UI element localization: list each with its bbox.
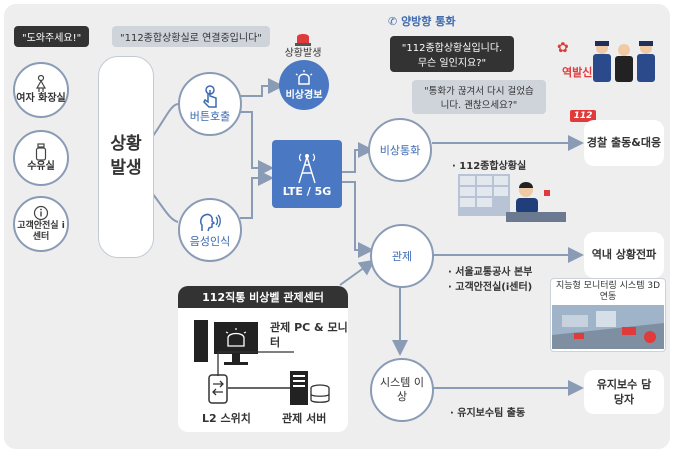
emergency-alarm-label: 비상경보: [285, 89, 323, 101]
label-customer-safety-room: 고객안전실 i센터: [17, 221, 65, 242]
recipient-seoul-metro: · 서울교통공사 본부: [448, 267, 533, 278]
hand-press-icon: [203, 85, 217, 108]
voice-recognition-node: 음성인식: [178, 198, 242, 262]
network-link-icon: [228, 387, 298, 389]
control-center-title: 112직통 비상벨 관제센터: [178, 286, 348, 308]
alarm-light-icon: [295, 69, 313, 85]
monitoring-3d-label: 지능형 모니터링 시스템 3D 연동: [555, 281, 661, 302]
switch-to-monitor-link: [217, 351, 294, 376]
maintenance-officer-node: 유지보수 담당자: [584, 370, 664, 414]
location-nursing-room: 수유실: [13, 130, 69, 186]
monitoring-3d-panel: 지능형 모니터링 시스템 3D 연동: [550, 278, 666, 352]
control-server-icon: [290, 371, 330, 405]
situation-occurrence-pill: 상황 발생: [98, 56, 154, 258]
emergency-alarm-node: 비상경보: [279, 60, 329, 110]
two-way-call-title: ✆ 양방향 통화: [388, 13, 456, 29]
line-center-to-control: [339, 259, 376, 286]
maintenance-officer-label: 유지보수 담당자: [596, 377, 652, 406]
line-lte-to-call: [342, 142, 374, 173]
line-pill-to-button: [149, 103, 179, 141]
l2-switch-label: L2 스위치: [202, 412, 251, 425]
location-womens-restroom: 여자 화장실: [13, 62, 69, 118]
monitoring-3d-scene-icon: [552, 304, 664, 349]
system-error-node: 시스템 이상: [370, 358, 434, 422]
control-node: 관제: [370, 224, 434, 288]
bubble-help: "도와주세요!": [14, 26, 90, 47]
label-nursing-room: 수유실: [27, 161, 55, 172]
bubble-operator: "112종합상황실입니다. 무슨 일인지요?": [390, 36, 514, 72]
info-icon: [33, 206, 49, 221]
police-response-node: 경찰 출동&대응: [584, 120, 664, 166]
l2-switch-icon: [208, 374, 228, 404]
line-pill-to-voice: [149, 189, 179, 223]
operator-desk-icon: [458, 174, 566, 222]
control-recipients: · 서울교통공사 본부 · 고객안전실(i센터): [448, 266, 532, 295]
line-voice-to-lte: [240, 170, 274, 219]
police-officers-illustration: [590, 40, 658, 88]
line-button-to-alarm: [240, 78, 284, 97]
phone-icon: ✆: [388, 15, 398, 28]
baby-bottle-icon: [35, 143, 47, 161]
voice-recognition-label: 음성인식: [189, 235, 231, 248]
alarm-trigger-label: 상황발생: [284, 48, 322, 59]
button-call-label: 버튼호출: [189, 110, 231, 123]
control-center-box: 112직통 비상벨 관제센터 관제 PC & 모니터 L2 스위치: [178, 286, 348, 432]
location-customer-safety-room: 고객안전실 i센터: [13, 196, 69, 252]
woman-icon: [35, 75, 47, 92]
station-dispatch-label: 역발신: [562, 66, 593, 79]
station-logo-icon: ✿: [557, 40, 569, 56]
operator-illustration: [458, 172, 578, 224]
antenna-tower-icon: [298, 153, 316, 183]
alarm-trigger-group: [285, 30, 321, 50]
line-lte-to-control: [342, 181, 374, 258]
recipient-safety-room: · 고객안전실(i센터): [448, 281, 533, 293]
police-officers-icon: [593, 41, 655, 82]
label-womens-restroom: 여자 화장실: [16, 93, 66, 104]
station-broadcast-label: 역내 상황전파: [591, 248, 657, 262]
two-way-call-label: 양방향 통화: [401, 15, 456, 28]
voice-icon: [200, 213, 221, 232]
siren-icon: [295, 34, 311, 46]
emergency-call-label: 비상통화: [379, 144, 421, 157]
lte-5g-label: LTE / 5G: [282, 184, 332, 198]
emergency-call-node: 비상통화: [368, 118, 432, 182]
button-call-node: 버튼호출: [178, 72, 242, 136]
line-button-to-lte: [240, 111, 274, 176]
control-label: 관제: [391, 250, 413, 263]
badge-112: 112: [570, 110, 596, 122]
pc-monitor-label: 관제 PC & 모니터: [270, 321, 348, 350]
police-response-label: 경찰 출동&대응: [586, 136, 662, 150]
control-server-label: 관제 서버: [282, 412, 327, 425]
lte-5g-node: LTE / 5G: [272, 140, 342, 208]
station-broadcast-node: 역내 상황전파: [584, 232, 664, 278]
pc-monitor-icon: [194, 320, 258, 365]
bubble-connecting: "112종합상황실로 연결중입니다": [112, 26, 270, 47]
station-dispatch-label-wrap: 역발신: [562, 64, 592, 80]
situation-occurrence-label: 상황 발생: [110, 134, 142, 178]
maintenance-dispatch-label: · 유지보수팀 출동: [450, 408, 526, 419]
bubble-callback: "통화가 끊겨서 다시 걸었습니다. 괜찮으세요?": [412, 80, 546, 114]
112-center-label: · 112종합상황실: [452, 161, 527, 172]
system-error-label: 시스템 이상: [380, 375, 424, 403]
